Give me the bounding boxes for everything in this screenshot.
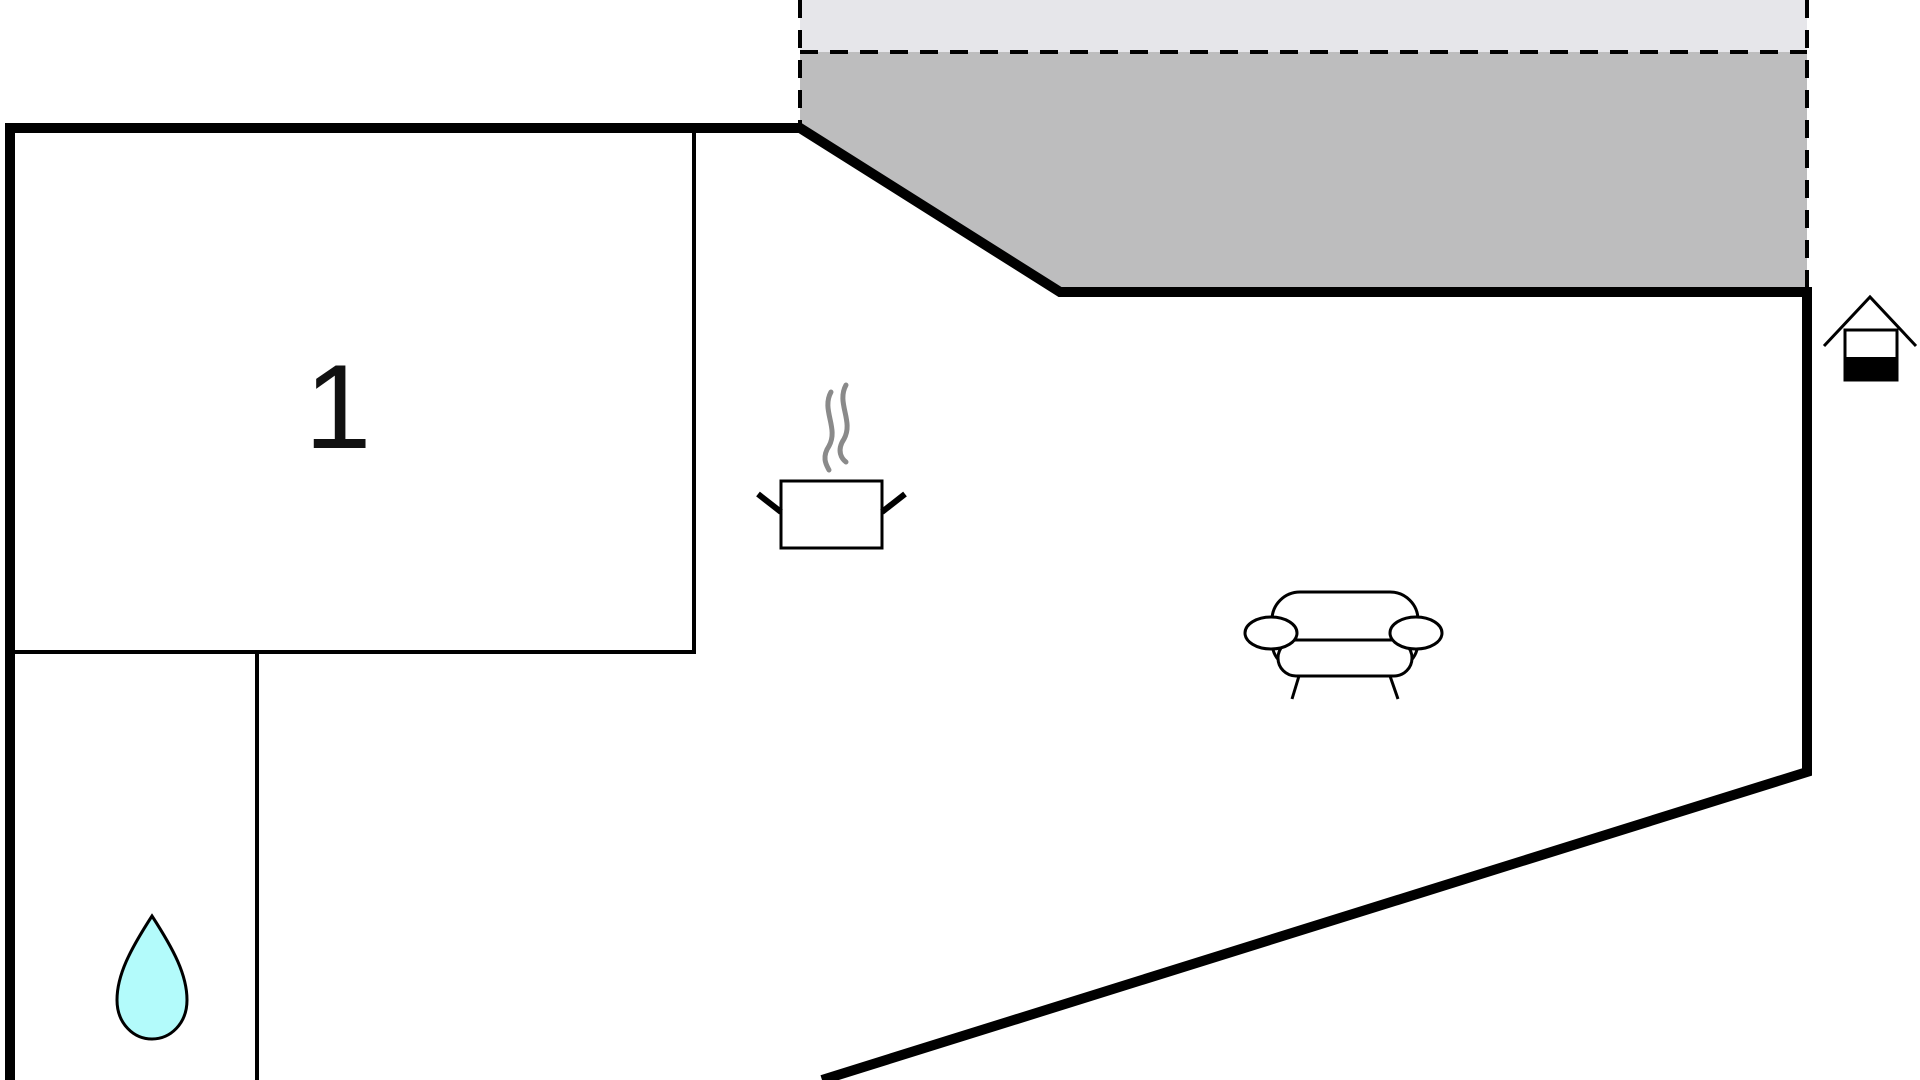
house-entrance-icon: [1822, 294, 1918, 382]
room-1-number: 1: [305, 340, 372, 474]
water-drop-icon: [115, 913, 189, 1041]
room-1-wall: [10, 128, 696, 654]
sofa-icon: [1243, 590, 1444, 700]
cooking-pot-icon: [756, 382, 907, 550]
terrace-area: [800, 52, 1807, 292]
interior-walls: [10, 128, 696, 1080]
outer-wall: [5, 123, 1812, 1080]
terrace-dashed-border: [798, 0, 1809, 292]
terrace-outer-area: [800, 0, 1807, 52]
